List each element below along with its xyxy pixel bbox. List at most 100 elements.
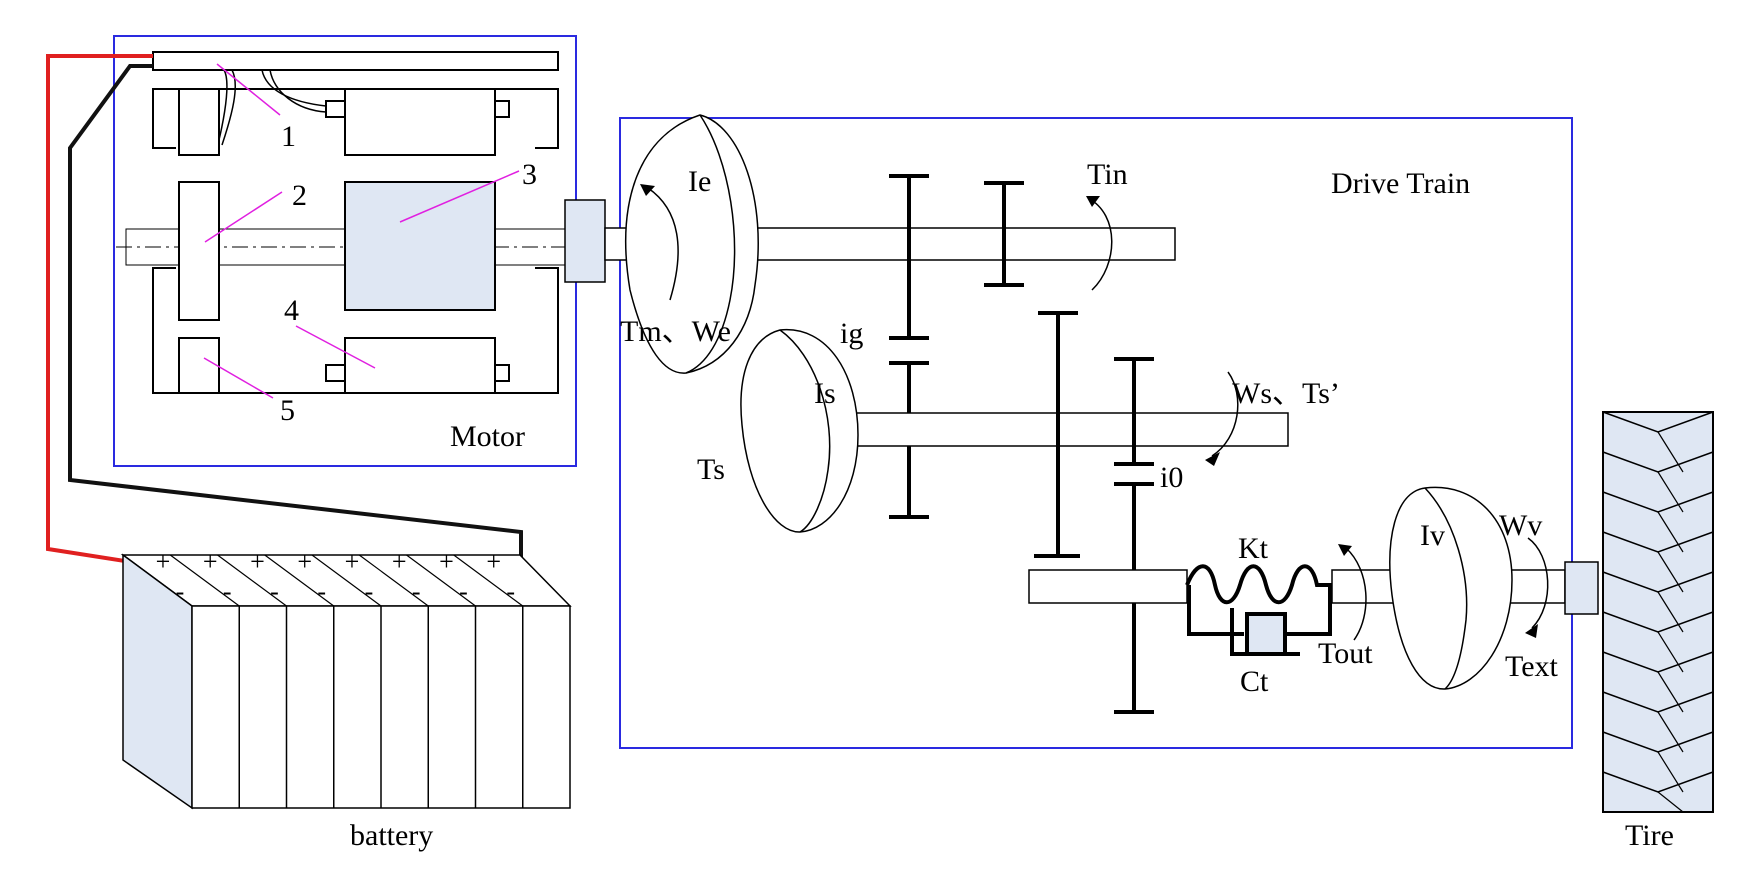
rotor <box>344 181 496 311</box>
motor-housing-top-right <box>535 88 559 149</box>
torque-arrow-tin <box>1087 197 1113 291</box>
battery-minus-sign: - <box>317 577 326 606</box>
battery-top-divider <box>311 554 382 607</box>
stator-lower <box>344 337 496 394</box>
battery-minus-sign: - <box>223 577 232 606</box>
drive-train-frame <box>619 117 1573 749</box>
torque-arrow-text-head <box>1525 624 1538 638</box>
callout-line-4 <box>295 325 376 369</box>
stator-upper-tab-left <box>325 100 346 118</box>
torque-arrow-tm-head <box>640 184 655 196</box>
tire-tread-groove <box>1657 631 1684 673</box>
battery-label: battery <box>350 819 433 852</box>
battery-plus-sign: + <box>156 547 171 576</box>
battery-minus-sign: - <box>176 577 185 606</box>
torque-arrow-tm <box>647 187 679 301</box>
motor-housing-top-left <box>152 88 176 149</box>
tire: Tire <box>1602 411 1714 852</box>
battery-plus-sign: + <box>203 547 218 576</box>
battery-plus-sign: + <box>345 547 360 576</box>
torque-arrow-tin-head <box>1086 196 1100 207</box>
label-is: Is <box>814 377 836 410</box>
inertia-iv-disc <box>1389 486 1513 690</box>
label-tin: Tin <box>1087 158 1128 191</box>
torque-arrow-text <box>1527 537 1549 629</box>
drive-train-label: Drive Train <box>1331 167 1470 200</box>
battery-plus-sign: + <box>297 547 312 576</box>
stator-upper-tab-right <box>494 100 510 118</box>
motor-label: Motor <box>450 420 525 453</box>
battery-minus-sign: - <box>506 577 515 606</box>
tire-tread-groove <box>1657 551 1684 593</box>
torque-arrow-ws-head <box>1205 452 1220 466</box>
black-wire <box>68 64 523 592</box>
battery-cells: +-+-+-+-+-+-+-+- <box>156 547 524 808</box>
brush-wire-2 <box>221 69 236 146</box>
tire-body <box>1602 411 1714 813</box>
inertia-is-edge <box>779 329 831 533</box>
tire-tread-groove <box>1657 671 1684 713</box>
motor-terminal-bar <box>152 51 559 71</box>
tire-tread <box>1602 411 1714 813</box>
battery-pack: +-+-+-+-+-+-+-+- battery <box>120 547 572 852</box>
output-shaft-left <box>1028 569 1188 604</box>
tire-tread-groove <box>1657 431 1684 473</box>
label-text: Text <box>1505 650 1559 683</box>
battery-top-divider <box>406 554 476 607</box>
tire-label: Tire <box>1625 819 1674 852</box>
part-label-5: 5 <box>280 394 295 427</box>
battery-top-divider <box>358 554 429 607</box>
battery-plus-sign: + <box>486 547 501 576</box>
battery-top-divider <box>453 554 524 607</box>
tire-tread-groove <box>1657 791 1684 813</box>
tire-tread-groove <box>1657 751 1684 793</box>
brush-block-upper <box>178 88 220 156</box>
torque-arrow-tout <box>1345 547 1367 641</box>
label-ws-ts: Ws、Ts’ <box>1232 377 1340 410</box>
label-ct: Ct <box>1240 665 1269 698</box>
label-ts: Ts <box>697 453 725 486</box>
callout-line-2 <box>204 191 283 243</box>
inertia-iv-edge <box>1424 487 1468 690</box>
battery-plus-sign: + <box>392 547 407 576</box>
battery-minus-sign: - <box>365 577 374 606</box>
label-iv: Iv <box>1420 519 1445 552</box>
battery-top-divider <box>169 554 240 607</box>
callout-line-5 <box>203 357 274 399</box>
label-ie: Ie <box>688 165 711 198</box>
torque-arrow-tout-head <box>1338 544 1352 556</box>
battery-plus-sign: + <box>439 547 454 576</box>
inertia-ie-edge <box>685 114 736 374</box>
drive-train: Drive Train Ie Tm、We ig Tin Is Ts <box>604 114 1599 749</box>
commutator-disc <box>178 181 220 321</box>
spring-kt <box>1185 564 1332 605</box>
label-ig: ig <box>840 317 863 350</box>
stator-wire-2 <box>269 69 327 113</box>
battery-top-divider <box>264 554 335 607</box>
label-kt: Kt <box>1238 532 1269 565</box>
battery-minus-sign: - <box>270 577 279 606</box>
tire-tread-groove <box>1657 591 1684 633</box>
label-tm-we: Tm、We <box>620 315 731 348</box>
label-wv: Wv <box>1499 509 1542 542</box>
stator-lower-tab-left <box>325 364 346 382</box>
part-label-3: 3 <box>522 158 537 191</box>
battery-minus-sign: - <box>459 577 468 606</box>
callout-line-3 <box>399 170 520 223</box>
stator-upper <box>344 88 496 156</box>
wheel-coupling <box>1564 561 1599 615</box>
motor-coupling <box>564 199 606 283</box>
damper-frame-right <box>1285 585 1332 636</box>
tire-tread-groove <box>1657 511 1684 553</box>
label-tout: Tout <box>1318 637 1373 670</box>
brush-block-lower <box>178 337 220 394</box>
part-label-4: 4 <box>284 294 299 327</box>
callout-line-1 <box>216 63 281 116</box>
label-i0: i0 <box>1160 461 1183 494</box>
torque-arrow-ws <box>1211 371 1239 457</box>
battery-top-divider <box>217 554 287 607</box>
motor-assembly: 1 2 3 4 5 Motor <box>113 35 606 467</box>
brush-wire-1 <box>218 69 228 141</box>
